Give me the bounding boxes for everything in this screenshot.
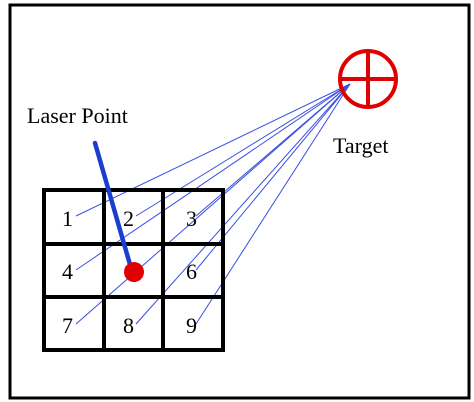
grid-outline (42, 188, 225, 352)
laser-beam (92, 140, 134, 271)
cell-label-8: 8 (123, 313, 134, 338)
cell-label-3: 3 (186, 206, 197, 231)
cell-labels: 1 2 3 4 6 7 8 9 (62, 206, 197, 338)
target-label: Target (333, 133, 388, 158)
cell-label-9: 9 (186, 313, 197, 338)
cell-label-7: 7 (62, 313, 73, 338)
sight-line-cell-1 (75, 83, 351, 217)
cell-label-2: 2 (123, 206, 134, 231)
cell-label-6: 6 (186, 259, 197, 284)
target-icon (338, 49, 398, 109)
sight-line-cell-9 (195, 83, 351, 325)
sight-line-cell-7 (75, 83, 351, 325)
figure-frame (8, 3, 471, 400)
sight-line-cell-8 (135, 83, 351, 325)
sight-line-cell-2 (135, 83, 351, 217)
cell-label-4: 4 (62, 259, 73, 284)
laser-point-label: Laser Point (27, 103, 128, 128)
cell-label-1: 1 (62, 206, 73, 231)
laser-dot (124, 262, 144, 282)
cell-grid (42, 188, 225, 352)
